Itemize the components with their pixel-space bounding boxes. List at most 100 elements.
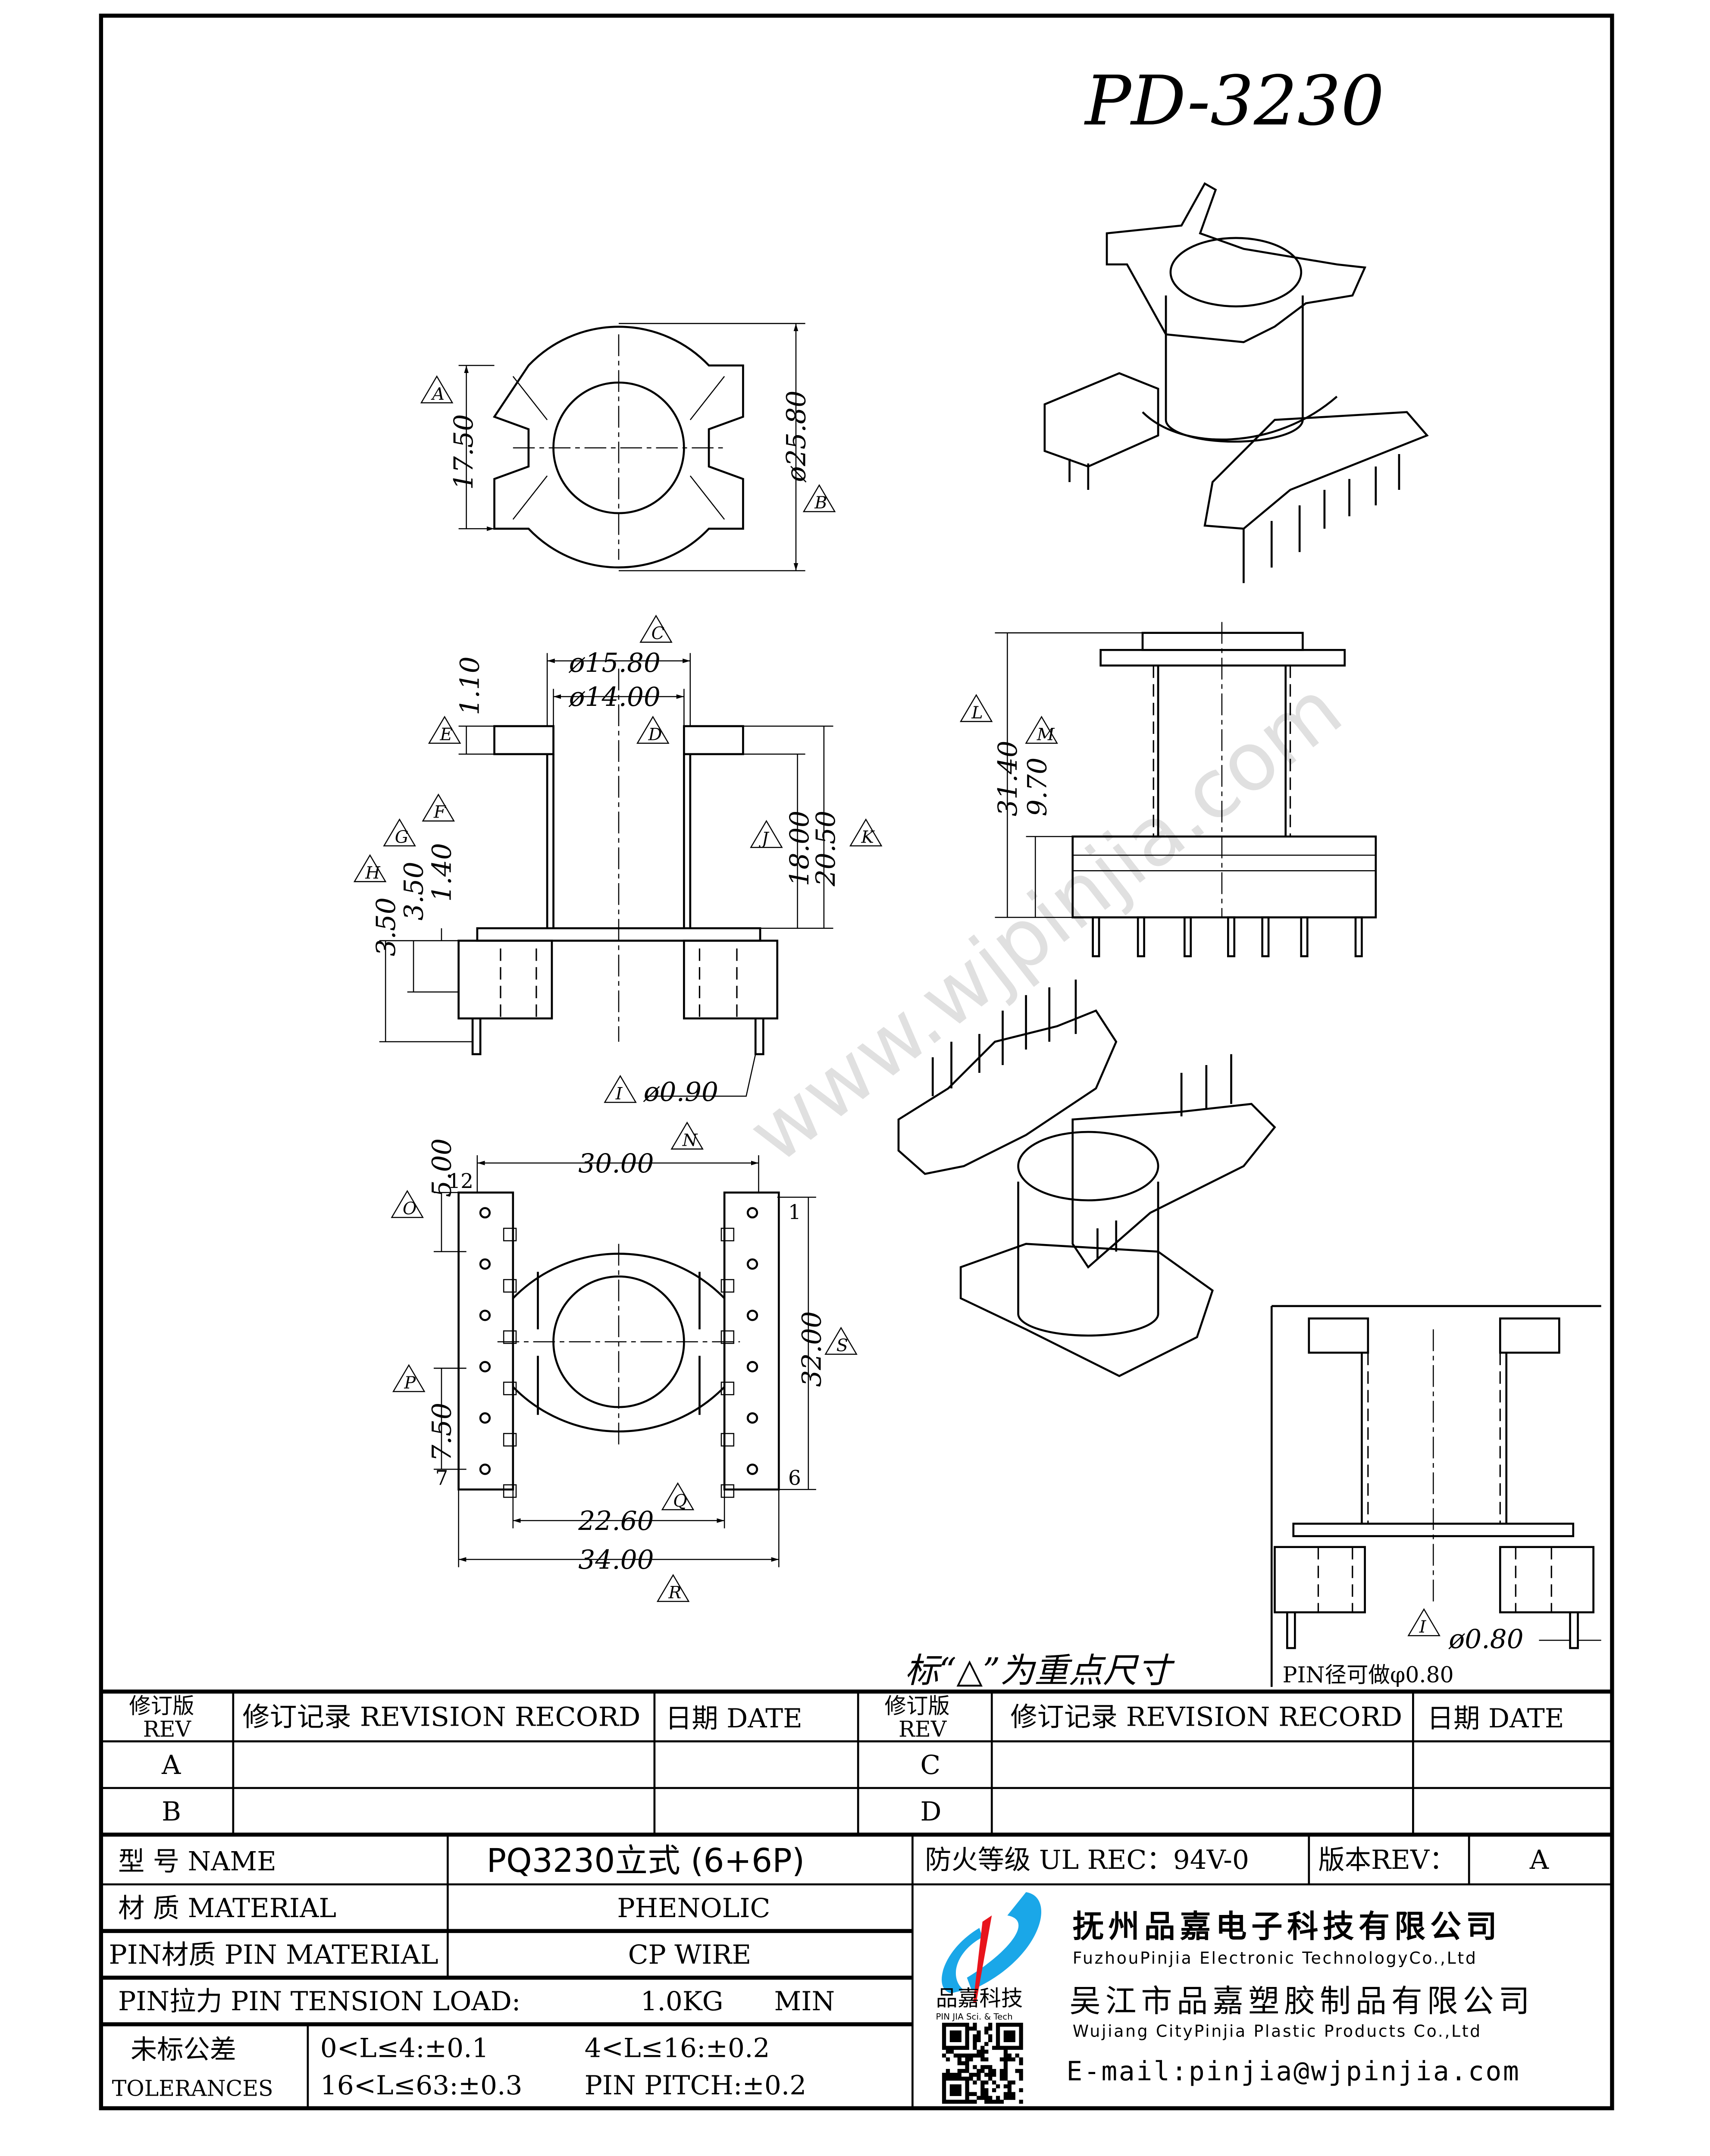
pin [1261,916,1270,957]
material-label: 材 质 MATERIAL [118,1893,336,1924]
dim-0-80: ø0.80 [1448,1624,1523,1655]
tolerance-label-en: TOLERANCES [112,2075,273,2101]
svg-text:G: G [395,827,409,847]
dim-34-00: 34.00 [578,1545,654,1575]
tension-label: PIN拉力 PIN TENSION LOAD: [118,1986,520,2017]
rev-row-d: D [920,1796,941,1827]
svg-text:L: L [971,703,983,723]
pin-number-1: 1 [788,1200,801,1224]
name-value: PQ3230立式 (6+6P) [487,1842,805,1880]
callout-h: H [353,854,387,883]
callout-p: P [392,1364,426,1393]
callout-n: N [670,1121,704,1150]
slot [720,1330,735,1344]
callout-i: I [604,1075,637,1103]
material-value: PHENOLIC [617,1893,770,1924]
svg-text:R: R [668,1583,681,1603]
callout-l: L [959,694,993,723]
pin [1184,916,1192,957]
svg-text:S: S [836,1335,848,1355]
svg-text:P: P [404,1373,416,1393]
tension-value: 1.0KG [640,1986,723,2017]
bottom-view: 30.00 12 1 7 6 5.00 7.50 32.00 22.60 34.… [427,1138,827,1575]
slot [503,1228,517,1241]
slot [720,1484,735,1498]
callout-b: B [802,484,836,513]
svg-text:I: I [1419,1617,1427,1637]
pin-hole [746,1207,758,1219]
callout-o: O [391,1190,424,1219]
pin-number-12: 12 [448,1169,473,1193]
callout-f: F [422,793,455,822]
dim-14-00: ø14.00 [569,682,661,712]
pin [1300,916,1309,957]
svg-text:F: F [433,802,446,822]
dim-9-70: 9.70 [1022,758,1052,816]
svg-text:M: M [1037,724,1055,744]
pin [1227,916,1236,957]
name-label: 型 号 NAME [118,1846,276,1877]
front-view: ø15.80 ø14.00 1.10 18.00 20.50 3.50 3.50… [371,648,841,1107]
pin-hole [479,1258,491,1270]
callout-a: A [420,375,454,404]
company-name-2-en: Wujiang CityPinjia Plastic Products Co.,… [1073,2021,1482,2040]
slot [503,1484,517,1498]
svg-text:Q: Q [673,1491,687,1511]
tolerance-3: 16<L≤63:±0.3 [320,2070,523,2101]
slot [720,1279,735,1293]
callout-d: D [636,715,670,744]
slot [720,1433,735,1447]
dim-1-40: 1.40 [427,843,457,902]
dim-31-40: 31.40 [993,741,1023,816]
record-header-right: 修订记录 REVISION RECORD [1011,1702,1403,1732]
company-name-2: 吴江市品嘉塑胶制品有限公司 [1070,1984,1535,2020]
pin [1092,916,1100,957]
rev-header-left: 修订版 [129,1693,194,1718]
date-header-right: 日期 DATE [1427,1703,1564,1734]
pin-number-6: 6 [788,1466,801,1490]
top-view: 17.50 ø25.80 [448,323,812,571]
version-value: A [1529,1845,1549,1875]
rev-header-left-en: REV [143,1717,192,1742]
callout-m: M [1025,715,1058,744]
company-name-1-en: FuzhouPinjia Electronic TechnologyCo.,Lt… [1073,1949,1478,1968]
svg-text:N: N [682,1130,698,1150]
dim-1-10: 1.10 [454,656,485,715]
svg-text:O: O [403,1199,417,1219]
rev-header-right: 修订版 [885,1693,950,1718]
slot [503,1382,517,1395]
slot [503,1433,517,1447]
pin-hole [746,1463,758,1475]
isometric-view-bottom [897,979,1276,1377]
dim-3-50-b: 3.50 [399,862,429,920]
rev-row-a: A [161,1750,181,1780]
svg-text:C: C [651,624,664,643]
qr-code [942,2022,1023,2104]
isometric-view-top [1043,182,1429,583]
company-name-1: 抚州品嘉电子科技有限公司 [1073,1909,1502,1945]
revision-table: 修订版 REV 修订记录 REVISION RECORD 日期 DATE 修订版… [101,1689,1612,1837]
side-view: 31.40 9.70 [993,622,1377,957]
rev-row-c: C [920,1750,940,1780]
callout-q: Q [661,1482,695,1511]
pin-number-7: 7 [435,1466,448,1490]
drawing-title: PD-3230 [1084,62,1384,141]
dim-18-00: 18.00 [784,811,815,886]
callout-r: R [656,1574,690,1603]
pin-hole [479,1412,491,1424]
dim-30-00: 30.00 [578,1148,654,1179]
dim-20-50: 20.50 [811,811,841,887]
rev-row-b: B [162,1796,181,1827]
svg-text:B: B [814,493,827,513]
dim-7-50: 7.50 [427,1403,457,1461]
pin-hole [479,1361,491,1373]
callout-e: E [428,715,461,744]
logo-text: 品嘉科技 [936,1985,1023,2011]
pin-diameter-note: PIN径可做φ0.80 [1283,1662,1454,1687]
key-dimension-note: 标“△”为重点尺寸 [905,1650,1175,1690]
dim-17-50: 17.50 [448,414,479,490]
version-label: 版本REV： [1318,1845,1456,1875]
pin [1137,916,1145,957]
tension-unit: MIN [774,1986,835,2017]
